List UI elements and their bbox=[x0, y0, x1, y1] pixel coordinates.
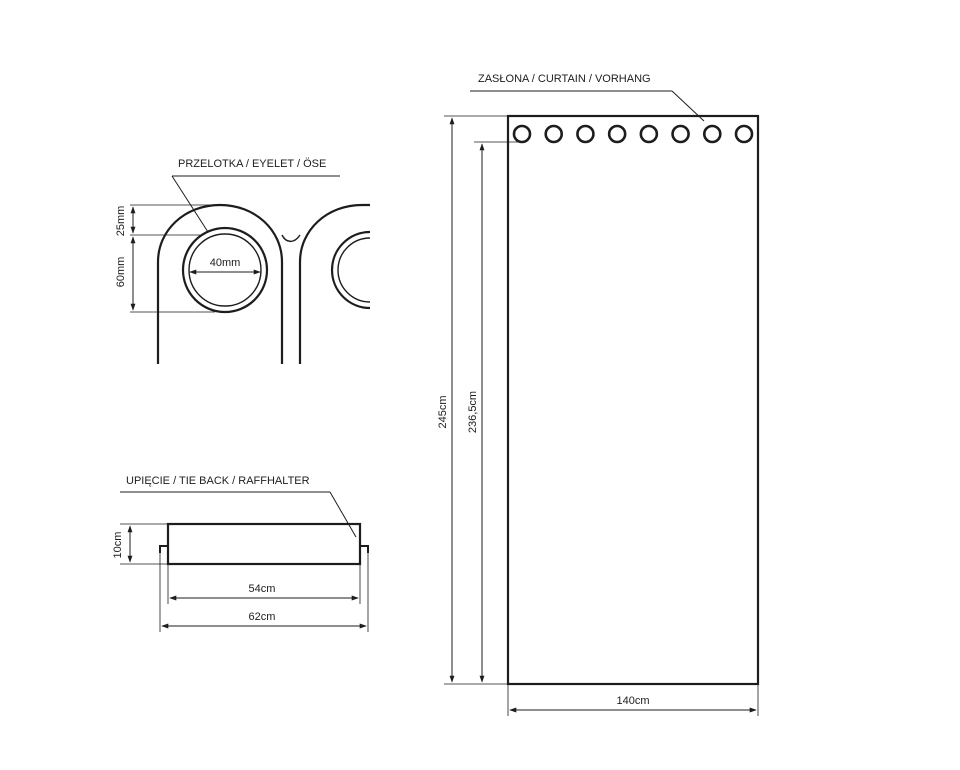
curtain-eyelet-icon bbox=[576, 124, 595, 144]
curtain-panel bbox=[506, 114, 760, 686]
curtain-eyelet-icon bbox=[512, 124, 532, 144]
tie-back-tab-right bbox=[360, 545, 369, 553]
curtain-eyelet-row bbox=[512, 124, 754, 144]
eyelet-hole-diameter-label: 40mm bbox=[210, 257, 241, 269]
curtain-detail: ZASŁONA / CURTAIN / VORHANG 245cm 236,5c… bbox=[437, 73, 760, 716]
tie-back-band bbox=[166, 522, 362, 566]
eyelet-ring-outer-icon bbox=[181, 226, 269, 314]
curtain-eyelet-icon bbox=[544, 124, 564, 144]
tie-back-total-width-label: 62cm bbox=[249, 611, 276, 623]
tie-back-inner-width-label: 54cm bbox=[249, 583, 276, 595]
eyelet-stitch-line bbox=[281, 234, 301, 243]
eyelet-label: PRZELOTKA / EYELET / ÖSE bbox=[178, 158, 326, 170]
curtain-eyelet-icon bbox=[639, 124, 659, 144]
eyelet-fabric-outline bbox=[156, 203, 370, 364]
eyelet-height-label: 60mm bbox=[115, 257, 127, 288]
tie-back-tab-left bbox=[159, 545, 168, 553]
tie-back-height-label: 10cm bbox=[112, 532, 124, 559]
tie-back-detail: UPIĘCIE / TIE BACK / RAFFHALTER 10cm 54c… bbox=[112, 475, 369, 632]
curtain-total-height-label: 245cm bbox=[437, 395, 449, 428]
eyelet-ring-inner-icon bbox=[188, 233, 262, 307]
curtain-eyelet-icon bbox=[671, 124, 690, 144]
curtain-width-label: 140cm bbox=[616, 695, 649, 707]
curtain-eyelet-icon bbox=[702, 124, 722, 144]
curtain-label: ZASŁONA / CURTAIN / VORHANG bbox=[478, 73, 651, 85]
tie-back-label: UPIĘCIE / TIE BACK / RAFFHALTER bbox=[126, 475, 310, 487]
curtain-eyelet-icon bbox=[734, 124, 754, 144]
eyelet-partial-ring-icon bbox=[330, 230, 371, 310]
curtain-height-below-eyelets-label: 236,5cm bbox=[467, 391, 479, 433]
eyelet-detail: PRZELOTKA / EYELET / ÖSE 25mm 60mm 40mm bbox=[115, 158, 371, 364]
curtain-eyelet-icon bbox=[607, 124, 627, 144]
eyelet-top-margin-label: 25mm bbox=[115, 206, 127, 237]
